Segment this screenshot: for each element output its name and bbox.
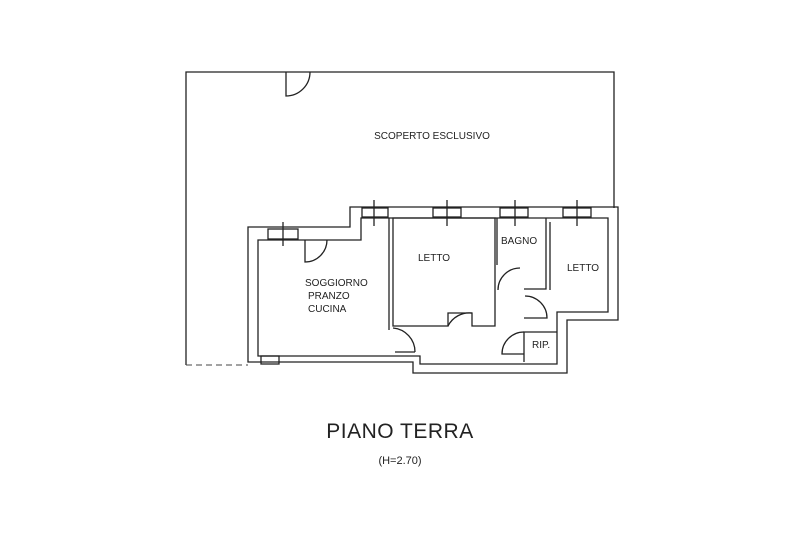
room-label-pranzo: PRANZO <box>308 291 350 302</box>
outdoor-boundary <box>185 71 615 366</box>
door-arc <box>285 71 311 97</box>
door-arc <box>497 267 521 291</box>
room-label-bagno: BAGNO <box>501 236 537 247</box>
door-arc <box>304 239 328 263</box>
room-label-letto-1: LETTO <box>418 253 450 264</box>
ceiling-height-note: (H=2.70) <box>378 455 422 467</box>
room-label-outdoor: SCOPERTO ESCLUSIVO <box>374 131 490 142</box>
room-letto-1 <box>392 217 496 327</box>
plan-title: PIANO TERRA <box>326 420 474 443</box>
room-label-soggiorno: SOGGIORNO <box>305 278 368 289</box>
room-label-ripostiglio: RIP. <box>532 340 550 351</box>
room-label-letto-2: LETTO <box>567 263 599 274</box>
door-arc <box>524 295 548 319</box>
door-arc <box>501 331 525 355</box>
room-label-cucina: CUCINA <box>308 304 347 315</box>
windows <box>267 200 592 246</box>
building-walls <box>247 206 619 374</box>
door-arc <box>392 327 416 353</box>
door-arc <box>447 312 473 327</box>
